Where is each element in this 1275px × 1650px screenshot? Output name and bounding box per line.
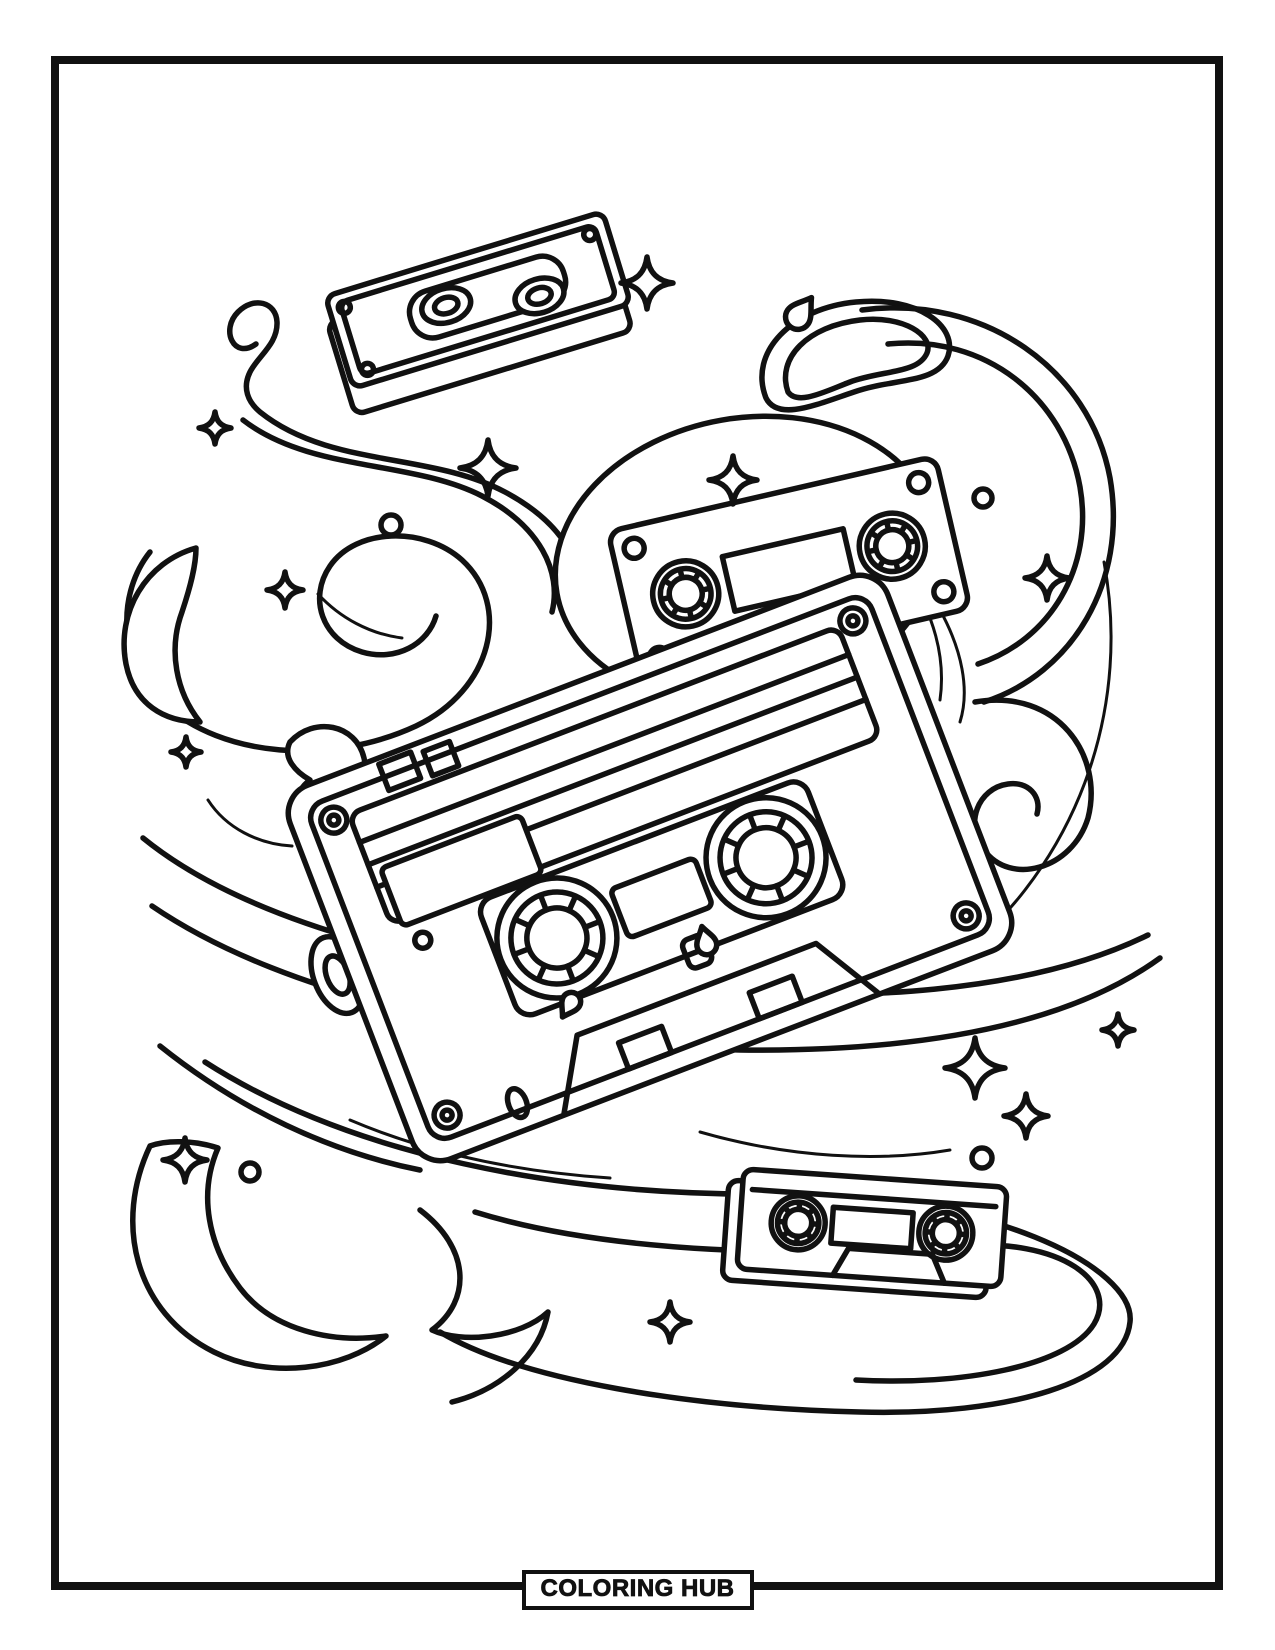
dot xyxy=(238,1160,262,1184)
swirl-bottom-left-flame xyxy=(130,1138,389,1371)
swirl-left-hook-ribbon xyxy=(227,300,584,619)
swirl-left-crescent xyxy=(121,545,203,725)
top-tab xyxy=(376,749,424,794)
dots xyxy=(238,486,995,1184)
top-tab xyxy=(420,738,462,779)
cassette-bottom-right xyxy=(719,1166,1010,1301)
swirl-accent-lines xyxy=(206,560,1113,1180)
cassette-center-large xyxy=(285,572,1015,1164)
blank-label xyxy=(379,813,544,928)
swirl-right-arc xyxy=(859,305,1117,705)
brand-label-box: COLORING HUB xyxy=(521,1570,754,1610)
dot xyxy=(971,486,995,510)
page-border-frame xyxy=(51,56,1223,1590)
brand-label: COLORING HUB xyxy=(540,1575,735,1603)
dot xyxy=(969,1145,995,1171)
swirl-right-wave-curl xyxy=(972,697,1094,873)
dot xyxy=(378,512,404,538)
cassette-top-left xyxy=(325,211,633,416)
